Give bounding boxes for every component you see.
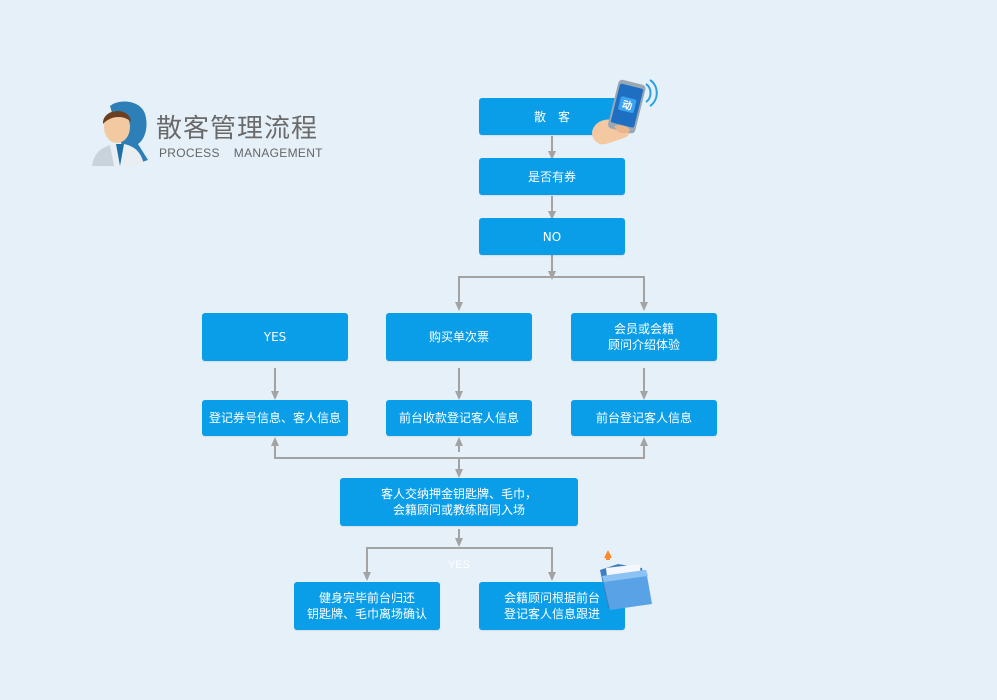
node-label: NO: [542, 229, 562, 244]
node-member-intro: 会员或会籍 顾问介绍体验: [571, 313, 717, 361]
node-label: YES: [263, 330, 287, 344]
node-return-items: 健身完毕前台归还 钥匙牌、毛巾离场确认: [294, 582, 440, 630]
connector-final-split: [366, 547, 553, 574]
node-label: 购买单次票: [428, 330, 489, 344]
smartphone-hand-icon: 动: [592, 79, 658, 145]
node-label: 前台登记客人信息: [595, 411, 692, 425]
node-label-line: 顾问介绍体验: [607, 338, 680, 352]
person-avatar-icon: [92, 101, 148, 166]
node-front-pay: 前台收款登记客人信息: [386, 400, 532, 436]
node-label-line: 会籍顾问根据前台: [503, 591, 600, 605]
node-label-line: 登记客人信息跟进: [503, 607, 600, 621]
node-label: 登记券号信息、客人信息: [208, 411, 341, 425]
node-coupon-check: 是否有券: [479, 158, 625, 195]
node-followup: 会籍顾问根据前台 登记客人信息跟进: [479, 582, 625, 630]
svg-text:动: 动: [621, 98, 634, 113]
node-deposit: 客人交纳押金钥匙牌、毛巾， 会籍顾问或教练陪同入场: [340, 478, 578, 526]
edge-label-yes: YES: [447, 559, 470, 571]
node-label: 是否有券: [527, 169, 576, 184]
node-label-line: 客人交纳押金钥匙牌、毛巾，: [380, 487, 537, 501]
node-register-coupon: 登记券号信息、客人信息: [202, 400, 348, 436]
node-label-line: 钥匙牌、毛巾离场确认: [306, 607, 427, 621]
node-label: 前台收款登记客人信息: [398, 411, 519, 425]
node-no: NO: [479, 218, 625, 255]
node-front-register: 前台登记客人信息: [571, 400, 717, 436]
subtitle-word: MANAGEMENT: [233, 146, 323, 160]
page-title: 散客管理流程: [156, 114, 319, 144]
page-subtitle: PROCESS MANAGEMENT: [159, 146, 399, 160]
subtitle-word: PROCESS: [159, 146, 220, 160]
node-label-line: 会籍顾问或教练陪同入场: [392, 503, 525, 517]
connector-split-bar: [458, 276, 645, 304]
node-label: 散 客: [533, 109, 570, 124]
node-buy-ticket: 购买单次票: [386, 313, 532, 361]
node-yes: YES: [202, 313, 348, 361]
node-label-line: 健身完毕前台归还: [318, 591, 415, 605]
node-label-line: 会员或会籍: [613, 322, 674, 336]
folder-download-icon: [600, 550, 652, 610]
